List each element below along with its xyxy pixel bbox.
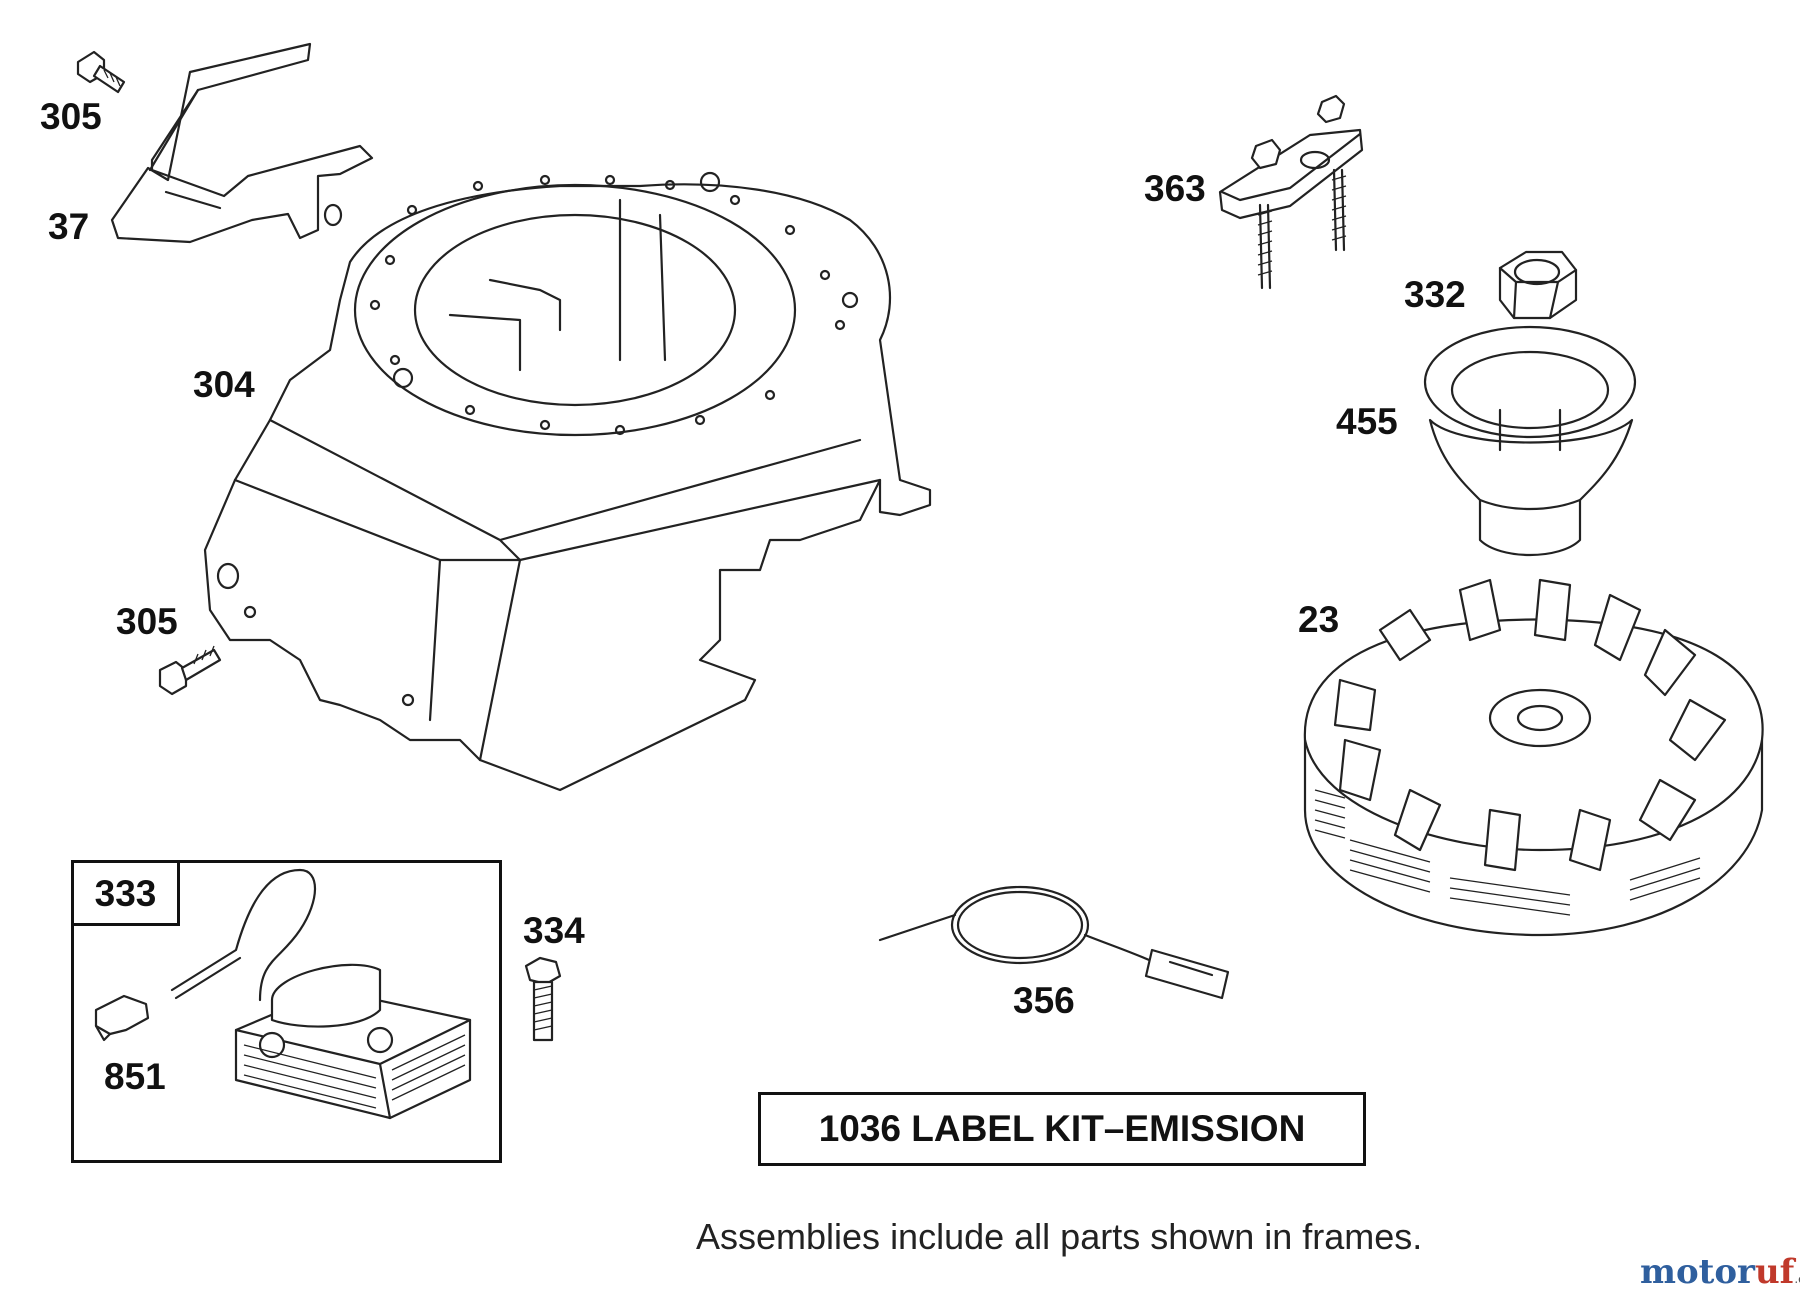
cup-455-drawing [1423, 325, 1637, 556]
callout-305-top: 305 [40, 96, 102, 137]
wire-356-drawing [878, 885, 1230, 1000]
armature-333-drawing [170, 868, 472, 1120]
callout-332: 332 [1404, 274, 1466, 315]
clip-851-drawing [94, 994, 150, 1042]
label-kit-box: 1036 LABEL KIT–EMISSION [758, 1092, 1366, 1166]
bolt-334-drawing [524, 956, 562, 1042]
callout-363: 363 [1144, 168, 1206, 209]
callout-23: 23 [1298, 599, 1340, 640]
bolt-305-lower-drawing [158, 645, 222, 696]
flywheel-23-drawing [1303, 578, 1764, 937]
callout-305-lower: 305 [116, 601, 178, 642]
bolt-305-top-drawing [76, 50, 126, 94]
callout-455: 455 [1336, 401, 1398, 442]
watermark-logo: motoruf.de [1640, 1252, 1800, 1292]
blower-housing-304-drawing [203, 171, 932, 792]
stud-363-drawing [1218, 94, 1364, 290]
callout-356: 356 [1013, 980, 1075, 1021]
callout-333: 333 [71, 860, 180, 926]
assemblies-note: Assemblies include all parts shown in fr… [696, 1216, 1423, 1257]
callout-334: 334 [523, 910, 585, 951]
callout-37: 37 [48, 206, 90, 247]
callout-304: 304 [193, 364, 255, 405]
callout-851: 851 [104, 1056, 166, 1097]
assembly-frame-333 [71, 860, 502, 1163]
air-guide-37-drawing [110, 42, 374, 244]
nut-332-drawing [1498, 250, 1578, 320]
